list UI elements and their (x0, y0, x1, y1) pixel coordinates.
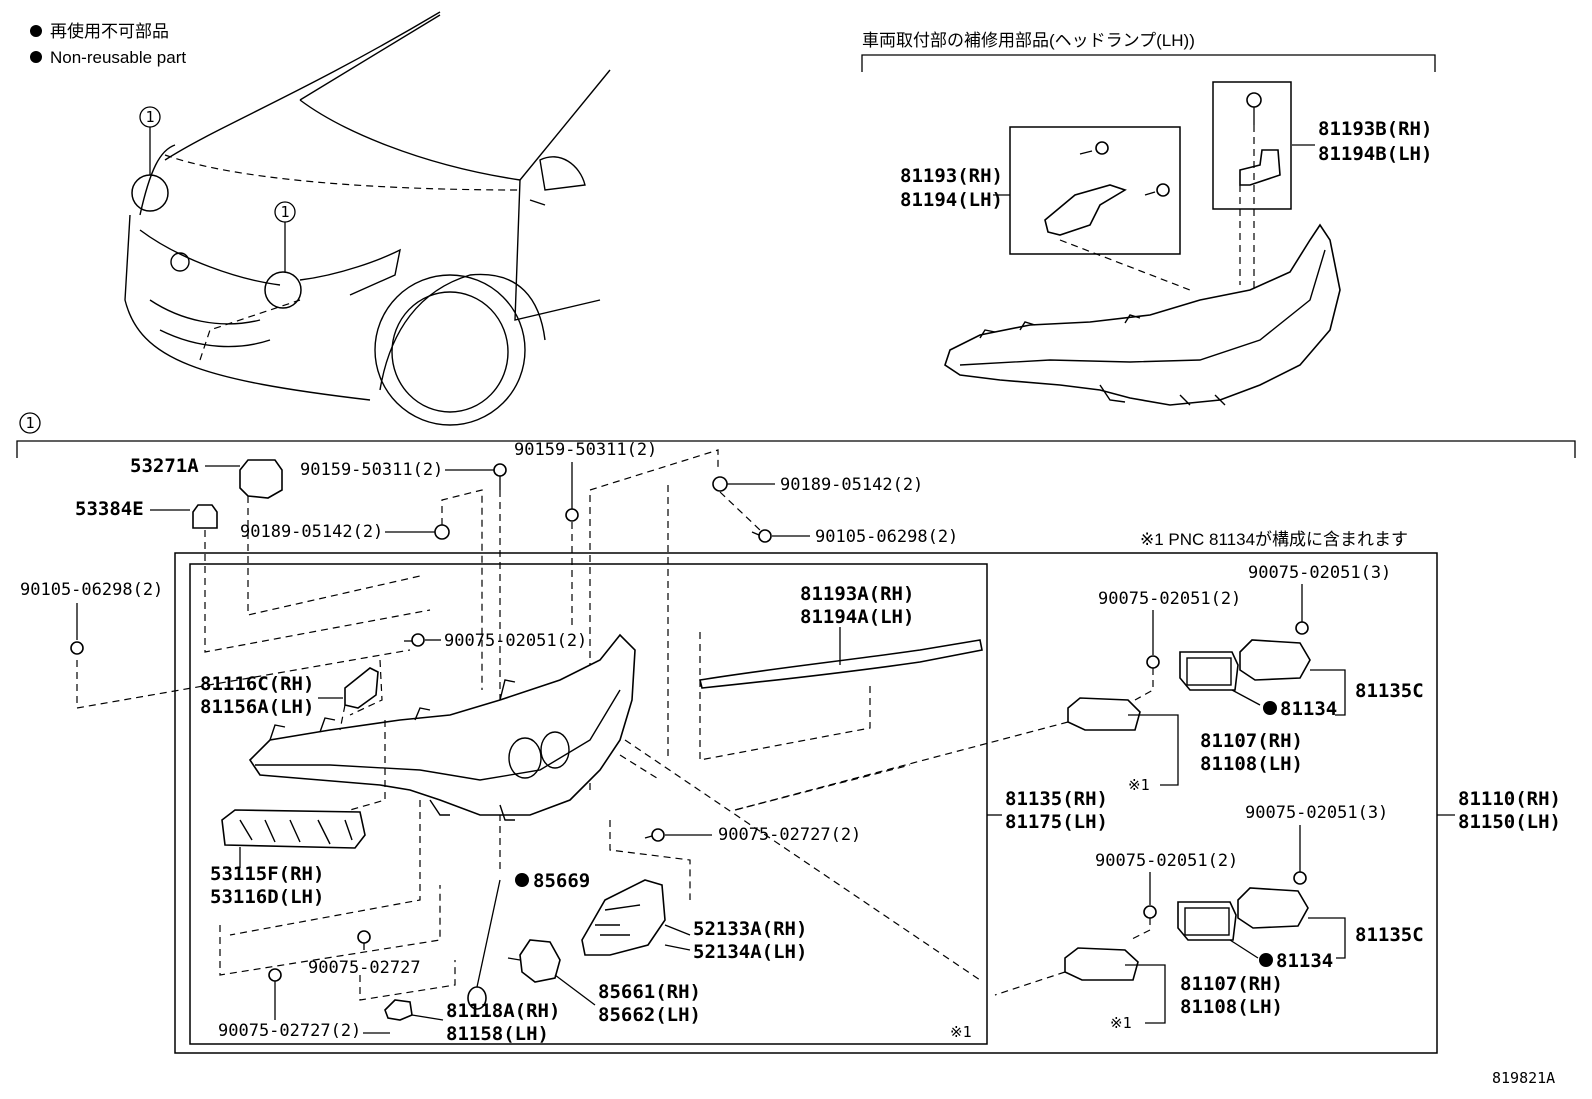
repair-parts-section: 車両取付部の補修用部品(ヘッドランプ(LH)) 81193B(RH) 81194… (861, 31, 1436, 406)
label-53116D-lh: 53116D(LH) (210, 886, 324, 908)
svg-text:1: 1 (280, 203, 289, 221)
label-81116C-rh: 81116C(RH) (200, 673, 314, 695)
label-81110-rh: 81110(RH) (1458, 788, 1561, 810)
label-81108-lh-b: 81108(LH) (1180, 996, 1283, 1018)
label-81135-rh: 81135(RH) (1005, 788, 1108, 810)
headlamp-repair-illustration (944, 223, 1341, 406)
label-90075-02727-b: 90075-02727(2) (218, 1021, 361, 1041)
label-90189-05142-a: 90189-05142(2) (240, 522, 383, 542)
label-90075-02051-b: 90075-02051(2) (1098, 589, 1241, 609)
car-overview-illustration: 1 1 (124, 11, 611, 426)
part-81116C-illustration (344, 667, 379, 709)
main-assembly: 1 ※1 ※1 PNC 81134が構成に含まれます 53271A 53384E… (16, 412, 1576, 1054)
svg-text:1: 1 (145, 108, 154, 126)
label-90075-02051-c: 90075-02051(3) (1248, 563, 1391, 583)
label-81193A-rh: 81193A(RH) (800, 583, 914, 605)
part-81193A-strip (699, 639, 983, 689)
label-85669: 85669 (533, 870, 590, 892)
non-reusable-bullet-icon (1259, 953, 1273, 967)
label-81194B-lh: 81194B(LH) (1318, 143, 1432, 165)
note-pnc: ※1 PNC 81134が構成に含まれます (1140, 530, 1408, 549)
legend: 再使用不可部品 Non-reusable part (30, 21, 186, 67)
label-81135C-a: 81135C (1355, 680, 1424, 702)
part-81107-ecu-lower (1064, 947, 1139, 981)
label-52134A-lh: 52134A(LH) (693, 941, 807, 963)
label-90105-06298-b: 90105-06298(2) (20, 580, 163, 600)
part-81135C-lower (1237, 887, 1309, 929)
label-90075-02051-d: 90075-02051(2) (1095, 851, 1238, 871)
label-81107-rh-a: 81107(RH) (1200, 730, 1303, 752)
repair-parts-title: 車両取付部の補修用部品(ヘッドランプ(LH)) (862, 31, 1195, 50)
part-85661-motor (519, 939, 561, 983)
label-85662-lh: 85662(LH) (598, 1004, 701, 1026)
label-85661-rh: 85661(RH) (598, 981, 701, 1003)
label-90075-02051-a: 90075-02051(2) (444, 631, 587, 651)
note-mark-upper: ※1 (1128, 776, 1150, 794)
part-81134-gasket-upper (1179, 651, 1239, 691)
diagram-id: 819821A (1492, 1069, 1555, 1087)
part-53271A-illustration (239, 459, 283, 499)
label-81134-b: 81134 (1276, 950, 1333, 972)
label-53271A: 53271A (130, 455, 199, 477)
label-81158-lh: 81158(LH) (446, 1023, 549, 1045)
label-90075-02727-a: 90075-02727(2) (718, 825, 861, 845)
label-52133A-rh: 52133A(RH) (693, 918, 807, 940)
non-reusable-bullet-icon (30, 25, 42, 37)
part-53384E-illustration (192, 504, 218, 529)
label-81156A-lh: 81156A(LH) (200, 696, 314, 718)
assembly-inner-box (189, 563, 988, 1045)
label-90159-50311-b: 90159-50311(2) (514, 440, 657, 460)
label-81135C-b: 81135C (1355, 924, 1424, 946)
label-81150-lh: 81150(LH) (1458, 811, 1561, 833)
part-52133A-illustration (581, 879, 666, 956)
label-90075-02051-e: 90075-02051(3) (1245, 803, 1388, 823)
label-81194-lh: 81194(LH) (900, 189, 1003, 211)
label-81193-rh: 81193(RH) (900, 165, 1003, 187)
non-reusable-bullet-icon (1263, 701, 1277, 715)
svg-text:1: 1 (25, 414, 34, 432)
label-81107-rh-b: 81107(RH) (1180, 973, 1283, 995)
note-mark-inner: ※1 (950, 1023, 972, 1041)
bracket-illustration (1044, 141, 1170, 236)
label-81194A-lh: 81194A(LH) (800, 606, 914, 628)
non-reusable-bullet-icon (30, 51, 42, 63)
label-81118A-rh: 81118A(RH) (446, 1000, 560, 1022)
label-81108-lh-a: 81108(LH) (1200, 753, 1303, 775)
part-81118A-illustration (384, 999, 413, 1021)
label-53384E: 53384E (75, 498, 144, 520)
part-81135C-upper (1239, 639, 1311, 681)
legend-english: Non-reusable part (50, 48, 186, 67)
bracket-b-illustration (1239, 92, 1281, 186)
part-81107-ecu-upper (1067, 697, 1141, 731)
label-90105-06298-a: 90105-06298(2) (815, 527, 958, 547)
note-mark-lower: ※1 (1110, 1014, 1132, 1032)
headlamp-location-marker-right (264, 271, 302, 309)
label-90189-05142-b: 90189-05142(2) (780, 475, 923, 495)
label-81193B-rh: 81193B(RH) (1318, 118, 1432, 140)
headlamp-main-illustration (248, 633, 636, 821)
legend-japanese: 再使用不可部品 (50, 21, 169, 41)
assembly-outer-box (174, 552, 1438, 1054)
non-reusable-bullet-icon (515, 873, 529, 887)
label-90159-50311-a: 90159-50311(2) (300, 460, 443, 480)
label-81175-lh: 81175(LH) (1005, 811, 1108, 833)
label-81134-a: 81134 (1280, 698, 1337, 720)
part-81134-gasket-lower (1177, 901, 1237, 941)
label-53115F-rh: 53115F(RH) (210, 863, 324, 885)
label-90075-02727-c: 90075-02727 (308, 958, 421, 978)
